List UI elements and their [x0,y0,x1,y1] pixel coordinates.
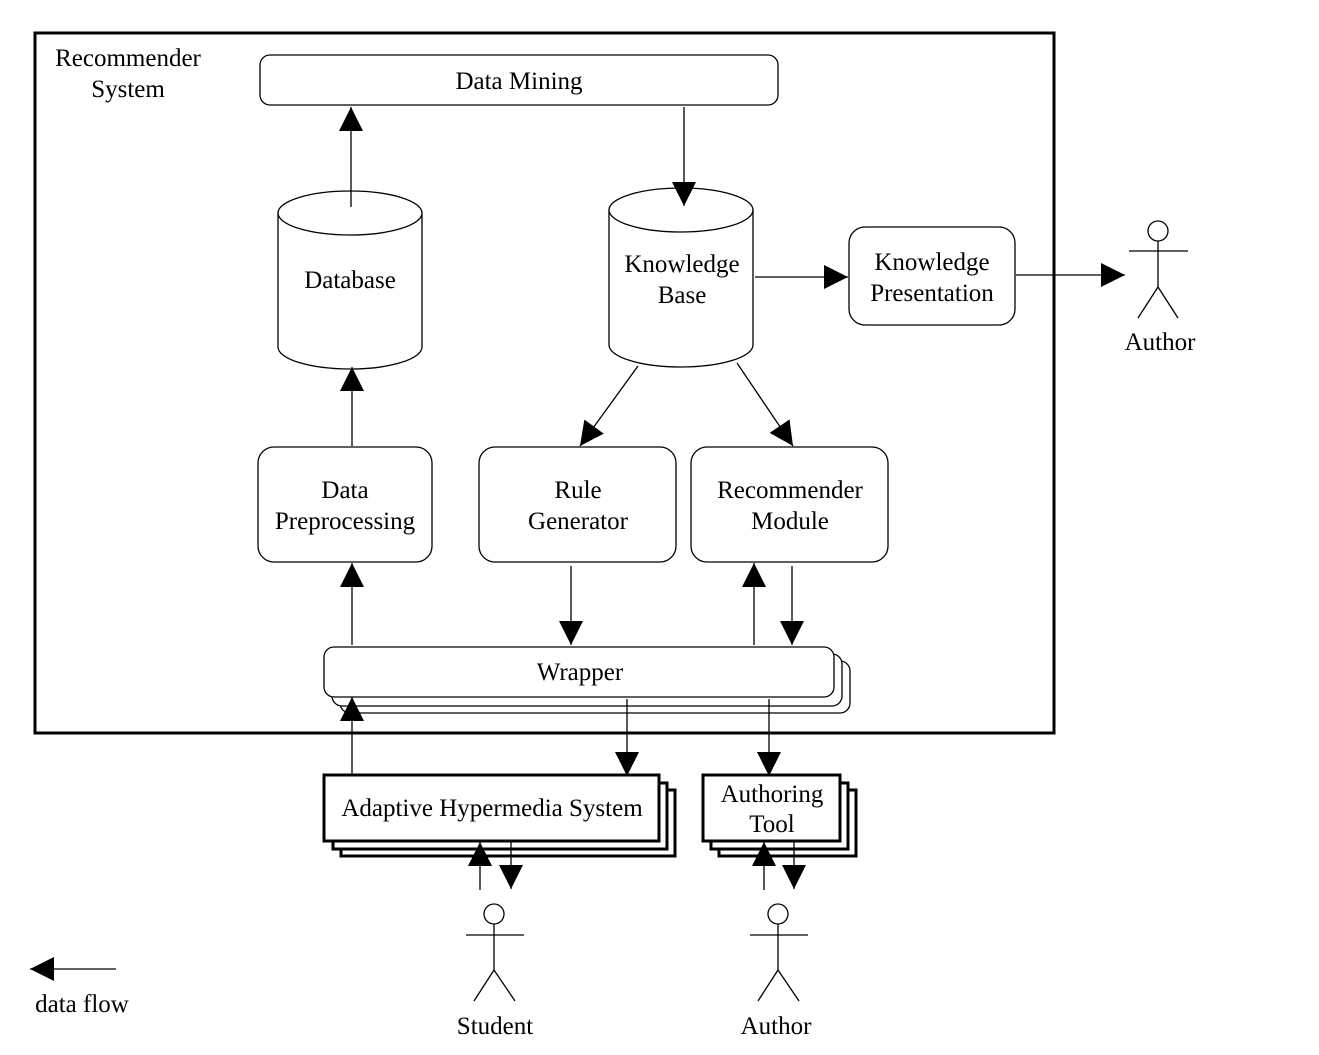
system-label-line1: Recommender [55,45,201,72]
author-bottom-label: Author [741,1013,813,1040]
data-mining-label: Data Mining [455,68,583,95]
knowledge-presentation-label-line2: Presentation [870,280,994,307]
wrapper-label: Wrapper [537,659,624,686]
adaptive-hypermedia-system-node: Adaptive Hypermedia System [322,773,677,858]
authoring-tool-label-line2: Tool [749,811,795,838]
knowledge-base-label-line2: Base [658,282,707,309]
data-preprocessing-label-line2: Preprocessing [275,508,416,535]
database-node: Database [277,190,423,370]
database-label: Database [304,267,396,294]
author-right-actor-icon [1129,220,1188,319]
data-preprocessing-node: Data Preprocessing [257,446,433,563]
knowledge-presentation-label-line1: Knowledge [874,249,989,276]
system-label-line2: System [91,76,165,103]
student-label: Student [457,1013,533,1040]
knowledge-base-label-line1: Knowledge [624,251,739,278]
rule-generator-label-line2: Generator [528,508,629,535]
author-right-label: Author [1125,329,1197,356]
data-mining-node: Data Mining [259,54,779,106]
adaptive-hypermedia-label: Adaptive Hypermedia System [341,795,643,822]
rule-generator-node: Rule Generator [478,446,677,563]
author-bottom-actor-icon [750,903,808,1002]
arrow-knowledge-base-to-rule-generator [579,365,639,447]
arrow-knowledge-base-to-recommender [736,362,794,447]
recommender-module-node: Recommender Module [690,446,889,563]
recommender-module-label-line2: Module [751,508,829,535]
authoring-tool-node: Authoring Tool [701,773,858,858]
rule-generator-label-line1: Rule [554,477,601,504]
legend-label: data flow [35,991,129,1018]
knowledge-presentation-node: Knowledge Presentation [848,226,1016,326]
recommender-system-frame [33,31,1056,735]
wrapper-node: Wrapper [323,646,851,714]
data-flow-arrows [339,107,1125,890]
data-preprocessing-label-line1: Data [321,477,368,504]
student-actor-icon [466,903,524,1002]
authoring-tool-label-line1: Authoring [721,781,824,808]
knowledge-base-node: Knowledge Base [608,187,754,368]
recommender-module-label-line1: Recommender [717,477,863,504]
